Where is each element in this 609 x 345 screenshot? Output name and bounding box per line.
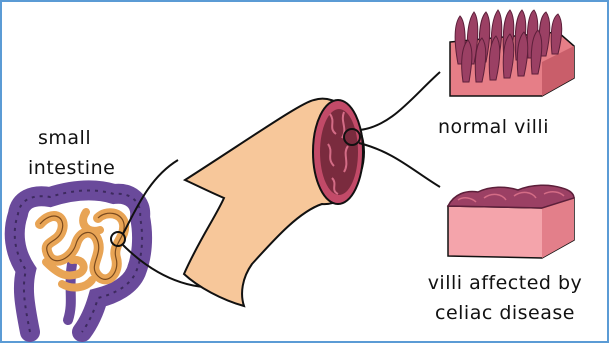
- normal-villi-illustration: [450, 10, 574, 96]
- label-intestine: intestine: [28, 157, 115, 179]
- intestine-tube: [184, 99, 364, 306]
- label-villi-affected: villi affected by: [400, 272, 609, 294]
- label-celiac-disease: celiac disease: [400, 302, 609, 324]
- zoom-line-affected: [359, 143, 440, 187]
- affected-villi-illustration: [448, 185, 574, 258]
- tube-lumen: [320, 109, 358, 195]
- label-small: small: [38, 127, 91, 149]
- label-normal-villi: normal villi: [438, 116, 549, 138]
- small-intestine-coils: [40, 212, 124, 287]
- zoom-line-normal: [360, 72, 440, 130]
- flattened-villi-surface: [448, 185, 574, 208]
